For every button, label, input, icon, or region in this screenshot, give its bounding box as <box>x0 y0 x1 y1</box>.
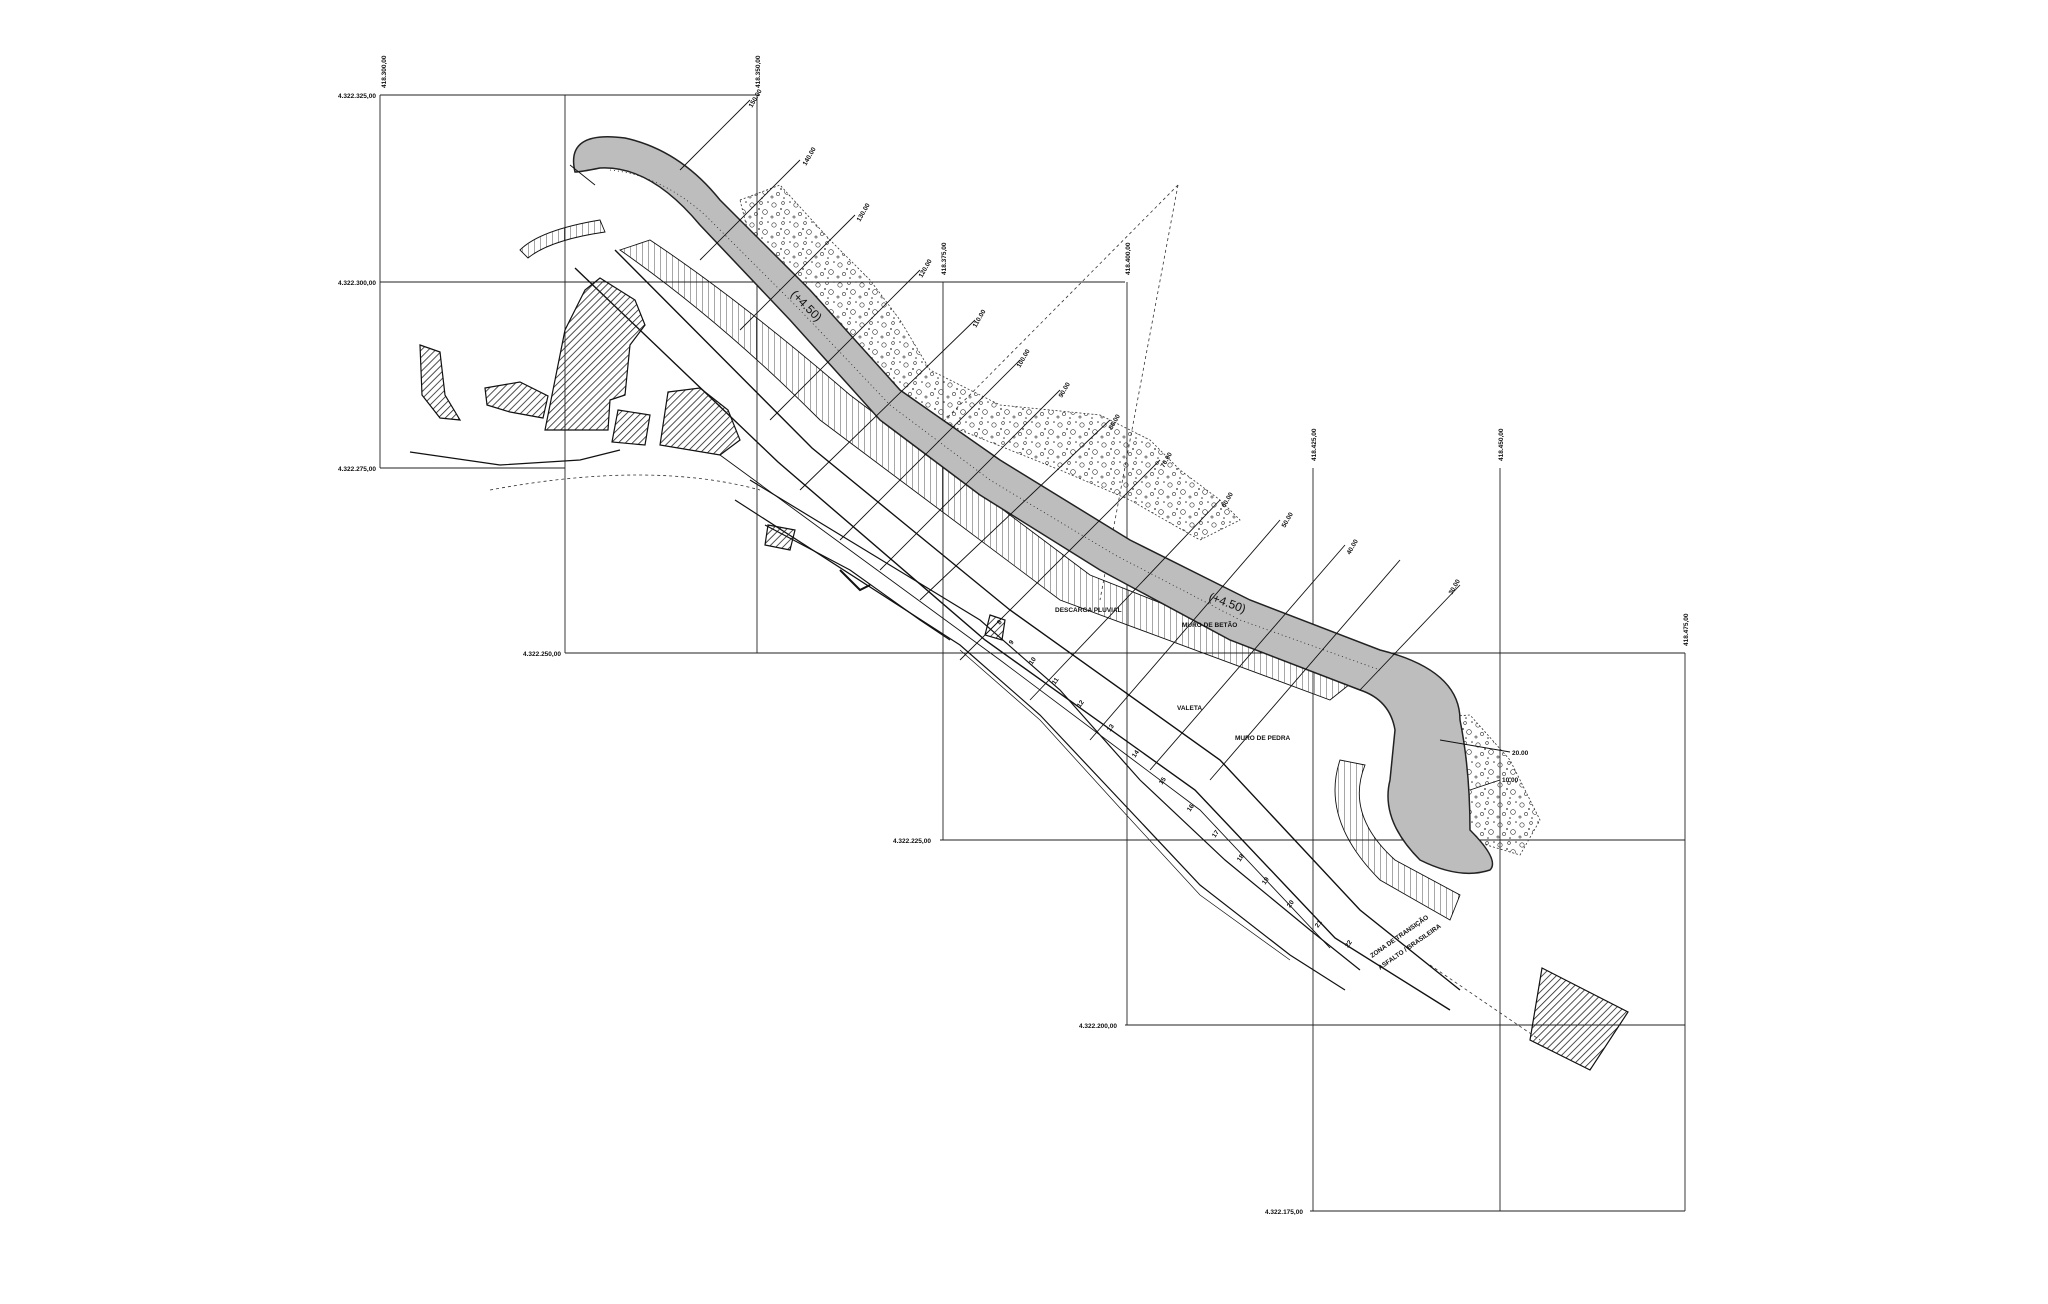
stair-step-numbers: 8 9 10 11 12 13 14 15 16 17 18 19 20 21 … <box>996 619 1354 949</box>
building <box>984 614 1006 641</box>
step-number: 21 <box>1314 919 1324 929</box>
step-number: 11 <box>1051 676 1061 686</box>
chainage-label: 50.00 <box>1281 511 1295 529</box>
chainage-label: 90.00 <box>1058 381 1072 399</box>
chainage-label: 10.00 <box>1502 777 1519 784</box>
building <box>544 277 646 431</box>
note-descarga-pluvial: DESCARGA PLUVIAL <box>1055 607 1122 614</box>
chainage-label: 150.00 <box>748 88 764 109</box>
step-number: 9 <box>1008 639 1016 646</box>
step-number: 14 <box>1131 749 1141 759</box>
lower-road-edge <box>409 449 951 641</box>
easting-label: 418.475,00 <box>1683 613 1690 646</box>
northing-label: 4.322.300,00 <box>338 280 376 287</box>
northing-label: 4.322.225,00 <box>893 838 931 845</box>
building <box>611 409 651 446</box>
main-road <box>572 136 1494 875</box>
note-muro-betao: MURO DE BETÃO <box>1182 620 1237 629</box>
chainage-label: 140.00 <box>802 146 818 167</box>
chainage-label: 100.00 <box>1016 348 1032 369</box>
chainage-label: 60.00 <box>1221 491 1235 509</box>
step-number: 17 <box>1211 829 1221 839</box>
step-number: 10 <box>1028 656 1038 666</box>
building <box>419 344 462 421</box>
chainage-label: 30.00 <box>1448 578 1462 596</box>
note-valeta: VALETA <box>1177 705 1202 712</box>
building <box>484 381 549 419</box>
easting-label: 418.450,00 <box>1498 428 1505 461</box>
step-number: 13 <box>1106 723 1116 733</box>
coordinate-grid <box>379 94 1686 1212</box>
easting-label: 418.300,00 <box>381 55 388 88</box>
chainage-label: 130.00 <box>856 202 872 223</box>
northing-label: 4.322.175,00 <box>1265 1209 1303 1216</box>
step-number: 22 <box>1344 939 1354 949</box>
construction-lines <box>489 184 1541 1041</box>
easting-label: 418.400,00 <box>1125 242 1132 275</box>
buildings <box>419 277 1629 1071</box>
main-road-edge-line <box>609 169 1381 671</box>
step-number: 20 <box>1286 899 1296 909</box>
step-number: 8 <box>996 619 1004 626</box>
northing-label: 4.322.200,00 <box>1079 1023 1117 1030</box>
northing-label: 4.322.325,00 <box>338 93 376 100</box>
chainage-label: 110.00 <box>972 308 988 329</box>
easting-label: 418.375,00 <box>941 242 948 275</box>
building <box>659 387 741 456</box>
step-number: 16 <box>1186 803 1196 813</box>
chainage-label: 40.00 <box>1346 538 1360 556</box>
note-muro-pedra: MURO DE PEDRA <box>1235 735 1291 742</box>
building <box>1529 967 1629 1071</box>
easting-label: 418.425,00 <box>1311 428 1318 461</box>
northing-label: 4.322.250,00 <box>523 651 561 658</box>
chainage-label: 20.00 <box>1512 750 1529 757</box>
step-number: 18 <box>1236 853 1246 863</box>
step-number: 15 <box>1158 776 1168 786</box>
chainage-label: 120.00 <box>918 258 934 279</box>
slope-hatching <box>519 219 1461 921</box>
step-number: 12 <box>1076 699 1086 709</box>
easting-label: 418.350,00 <box>755 55 762 88</box>
grid-coordinate-labels: 4.322.325,00 4.322.300,00 4.322.275,00 4… <box>338 55 1690 1216</box>
stair-strip <box>734 479 1361 991</box>
chainage-lines <box>569 99 1511 791</box>
step-number: 19 <box>1261 876 1271 886</box>
northing-label: 4.322.275,00 <box>338 466 376 473</box>
building <box>764 524 796 551</box>
